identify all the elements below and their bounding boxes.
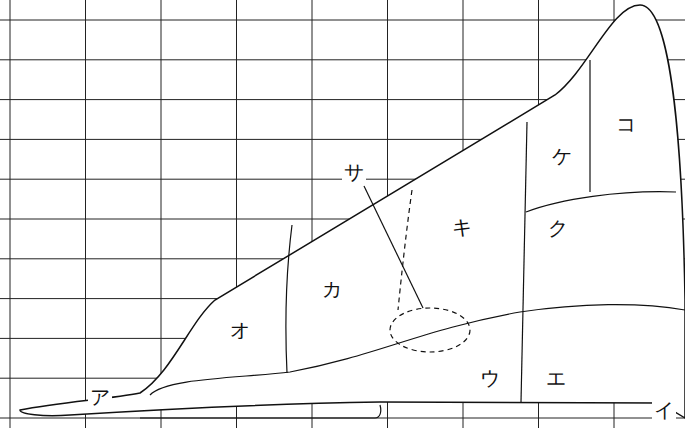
dashed-boundary <box>398 190 412 310</box>
grid-line <box>161 0 162 428</box>
region-label: キ <box>450 216 474 238</box>
grid-line <box>85 0 86 428</box>
inner-curve <box>150 305 685 395</box>
grid-line <box>0 59 685 60</box>
region-label: エ <box>544 367 568 389</box>
grid-line <box>10 0 11 428</box>
division-line <box>521 122 527 402</box>
region-label: ク <box>546 217 570 239</box>
region-label: イ <box>652 399 676 421</box>
region-label: サ <box>342 161 366 183</box>
dashed-ellipse <box>390 308 470 352</box>
region-label: コ <box>614 113 638 135</box>
division-line <box>589 60 590 192</box>
division-line <box>526 192 676 212</box>
region-label: オ <box>228 319 252 341</box>
tail-line <box>140 405 381 418</box>
grid-line <box>0 20 685 21</box>
region-label: カ <box>320 278 344 300</box>
outer-outline <box>20 5 685 418</box>
division-line <box>286 225 292 373</box>
region-label: ア <box>88 386 112 408</box>
region-label: ケ <box>550 145 574 167</box>
leader-line <box>364 186 423 308</box>
region-label: ウ <box>478 367 502 389</box>
